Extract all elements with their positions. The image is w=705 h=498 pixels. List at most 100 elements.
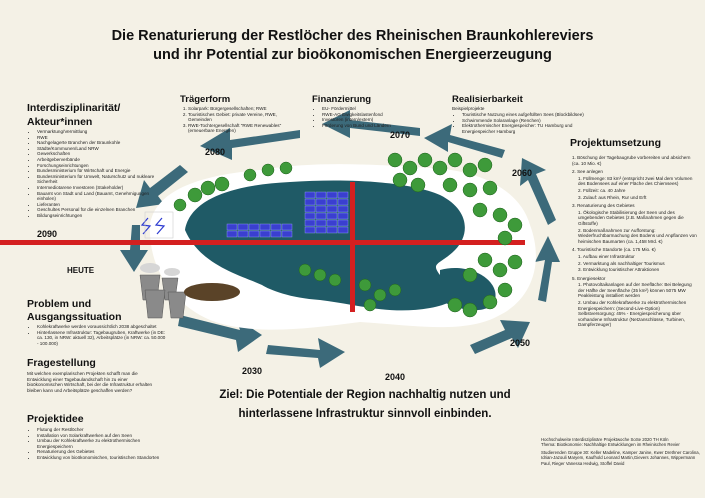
year-2080: 2080 — [205, 147, 226, 157]
projektumsetzung-item: 1. Photovoltaikanlagen auf der Seefläche… — [578, 282, 692, 299]
finanzierung-heading: Finanzierung — [312, 94, 372, 105]
power-plant-building — [144, 211, 174, 239]
heute-label: HEUTE — [67, 266, 95, 275]
arrow-2070 — [424, 124, 505, 158]
projektumsetzung-item: 3. Zulauf: aus Rhein, Rur und Erft — [578, 194, 647, 200]
projektidee-item: Flutung der Restlöcher — [37, 427, 167, 433]
realisierbarkeit-heading: Realisierbarkeit — [452, 94, 523, 105]
interdisciplinary-item: Bauamt von Stadt und Land (Bauamt, Geneh… — [37, 191, 157, 202]
trees — [173, 152, 523, 318]
arrow-left-down — [120, 225, 148, 272]
footer: Hochschulweite Interdisziplinäre Projekt… — [541, 437, 703, 466]
realisierbarkeit-intro: Beispielprojekte — [452, 106, 485, 111]
problem-item: Kohlekraftwerke werden voraussichtlich 2… — [37, 324, 167, 330]
interdisciplinary-item: Städte/Kommunen/Land NRW — [37, 146, 157, 152]
traegerform-item: RWE-Tochtergesellschaft "RWE Renewables"… — [188, 123, 293, 134]
projektumsetzung-item: 3. Renaturierung des Gebietes — [572, 203, 635, 209]
finanzierung-item: RWE-AG Ewigkeitslastenfond — [322, 112, 422, 118]
interdisciplinary-heading-1: Interdisziplinarität/ — [27, 102, 121, 114]
interdisciplinary-item: Arbeitgeberverbände — [37, 157, 157, 163]
poster-title-line1: Die Renaturierung der Restlöcher des Rhe… — [111, 28, 594, 44]
finanzierung-item: EU- Fördermittel — [322, 106, 422, 112]
realisierbarkeit-list: Touristische Nutzung eines aufgefüllten … — [452, 112, 587, 134]
interdisciplinary-item: Vermarktung/Vermittlung — [37, 129, 157, 135]
projektidee-item: Entwicklung von bioökonomischen, tourist… — [37, 455, 167, 461]
interdisciplinary-item: Lieferanten — [37, 202, 157, 208]
projektumsetzung-item: 1. Aufbau einer Infrastruktur — [578, 253, 635, 259]
year-2060: 2060 — [512, 168, 533, 178]
interdisciplinary-item: Intermediotarene Investoren (Stakeholder… — [37, 185, 157, 191]
realisierbarkeit-item: Elektrothermischer Energiespeicher: TU H… — [462, 123, 587, 134]
projektidee-heading: Projektidee — [27, 413, 84, 425]
interdisciplinary-item: Nachgelagerte Branchen der Braunkohle — [37, 140, 157, 146]
projektumsetzung-item: 1. Ökologische Stabilisierung der Seen u… — [578, 209, 684, 226]
footer-line2: Thema: Bioökonomie: Nachhaltige Entwickl… — [541, 442, 680, 448]
interdisciplinary-item: Bildungseinrichtungen — [37, 213, 157, 219]
arrow-2090 — [136, 165, 188, 208]
traegerform-item: Touristisches Gebiet: private Vereine, R… — [188, 112, 293, 123]
fragestellung-text: Mit welchen exemplarischen Projekten sch… — [27, 371, 153, 393]
problem-item: Hinterlassene Infrastruktur: Tagebaugrub… — [37, 330, 167, 347]
projektumsetzung-item: 2. Füllzeit: ca. 40 Jahre — [578, 187, 626, 193]
poster-title-line2: und ihr Potential zur bioökonomischen En… — [153, 47, 552, 63]
interdisciplinary-item: Bundesministerium für Umwelt, Naturschut… — [37, 174, 157, 185]
road-horizontal — [0, 240, 525, 245]
year-2040: 2040 — [385, 372, 406, 382]
problem-heading-2: Ausgangssituation — [27, 311, 122, 323]
fragestellung-heading: Fragestellung — [27, 357, 96, 369]
projektumsetzung-item: 5. Energiesektor — [572, 275, 606, 281]
power-plants — [139, 263, 187, 319]
arrow-2050 — [470, 320, 530, 354]
arrow-2080 — [200, 128, 300, 160]
problem-heading-1: Problem und — [27, 298, 92, 310]
footer-line1: Hochschulweite Interdisziplinäre Projekt… — [541, 437, 669, 442]
year-2030: 2030 — [242, 366, 263, 376]
road-vertical — [350, 182, 355, 312]
arrow-2040 — [266, 338, 345, 368]
finanzierung-item: Investoren (intern/extern) — [322, 117, 422, 123]
interdisciplinary-item: Gewerkschaften — [37, 151, 157, 157]
traegerform-heading: Trägerform — [180, 94, 231, 105]
realisierbarkeit-item: Schwimmende Solaranlage (Renchen) — [462, 118, 587, 124]
projektidee-item: Installation von Solarkraftwerken auf de… — [37, 433, 167, 439]
projektumsetzung-heading: Projektumsetzung — [570, 137, 662, 149]
goal-line1: Ziel: Die Potentiale der Region nachhalt… — [219, 389, 511, 401]
arrow-2070-b — [322, 110, 420, 138]
problem-list: Kohlekraftwerke werden voraussichtlich 2… — [27, 324, 167, 346]
spoil-heap — [184, 283, 240, 301]
lake-shape — [185, 180, 465, 311]
projektumsetzung-item: 2. See anlegen — [572, 169, 603, 175]
year-2050: 2050 — [510, 338, 531, 348]
interdisciplinary-item: Bundesministerium für Wirtschaft und Ene… — [37, 168, 157, 174]
timeline-arrows — [120, 110, 560, 368]
projektumsetzung-list: 1. Böschung der Tagebaugrube vorbereiten… — [572, 152, 697, 328]
interdisciplinary-heading-2: Akteur*innen — [27, 116, 93, 128]
finanzierung-list: EU- FördermittelRWE-AG Ewigkeitslastenfo… — [312, 106, 422, 128]
realisierbarkeit-item: Touristische Nutzung eines aufgefüllten … — [462, 112, 587, 118]
year-2090: 2090 — [37, 229, 58, 239]
projektidee-item: Umbau der Kohlekraftwerke zu elektrother… — [37, 438, 167, 449]
traegerform-list: Solarpark: Bürgergesellschaften; RWETour… — [180, 106, 293, 134]
projektumsetzung-item: 1. Füllmenge: 83 km³ (entspricht zwei Ma… — [578, 175, 693, 187]
projektumsetzung-item: 4. Touristische Standorte (ca. 175 Mio. … — [572, 247, 656, 253]
arrow-2060-a — [535, 236, 560, 302]
projektumsetzung-item: 3. Entwicklung touristischer Attraktione… — [578, 267, 660, 273]
interdisciplinary-list: Vermarktung/VermittlungRWENachgelagerte … — [27, 129, 157, 219]
arrow-2060-b — [520, 158, 556, 225]
traegerform-item: Solarpark: Bürgergesellschaften; RWE — [188, 106, 293, 112]
solar-panels — [226, 191, 349, 238]
footer-line3: Studierenden Gruppe 30: Keller Madeline,… — [541, 449, 700, 466]
goal-line2: hinterlassene Infrastruktur sinnvoll ein… — [238, 408, 492, 420]
interdisciplinary-item: Geschultes Personal für die einzelnen Br… — [37, 207, 157, 213]
projektumsetzung-item: 2. Umbau der Kohlekraftwerke zu elektrot… — [578, 300, 687, 328]
finanzierung-item: Förderung von Bund und Ländern — [322, 123, 422, 129]
projektidee-item: Renaturierung des Gebietes — [37, 449, 167, 455]
year-2070: 2070 — [390, 130, 411, 140]
projektidee-list: Flutung der RestlöcherInstallation von S… — [27, 427, 167, 461]
projektumsetzung-item: 2. Vermarktung als nachhaltiger Tourismu… — [578, 260, 665, 266]
interdisciplinary-item: Forschungseinrichtungen — [37, 163, 157, 169]
projektumsetzung-item: 2. Bodenmaßnahmen zur Aufforstung: Wiede… — [578, 227, 697, 244]
projektumsetzung-item: 1. Böschung der Tagebaugrube vorbereiten… — [572, 155, 691, 166]
